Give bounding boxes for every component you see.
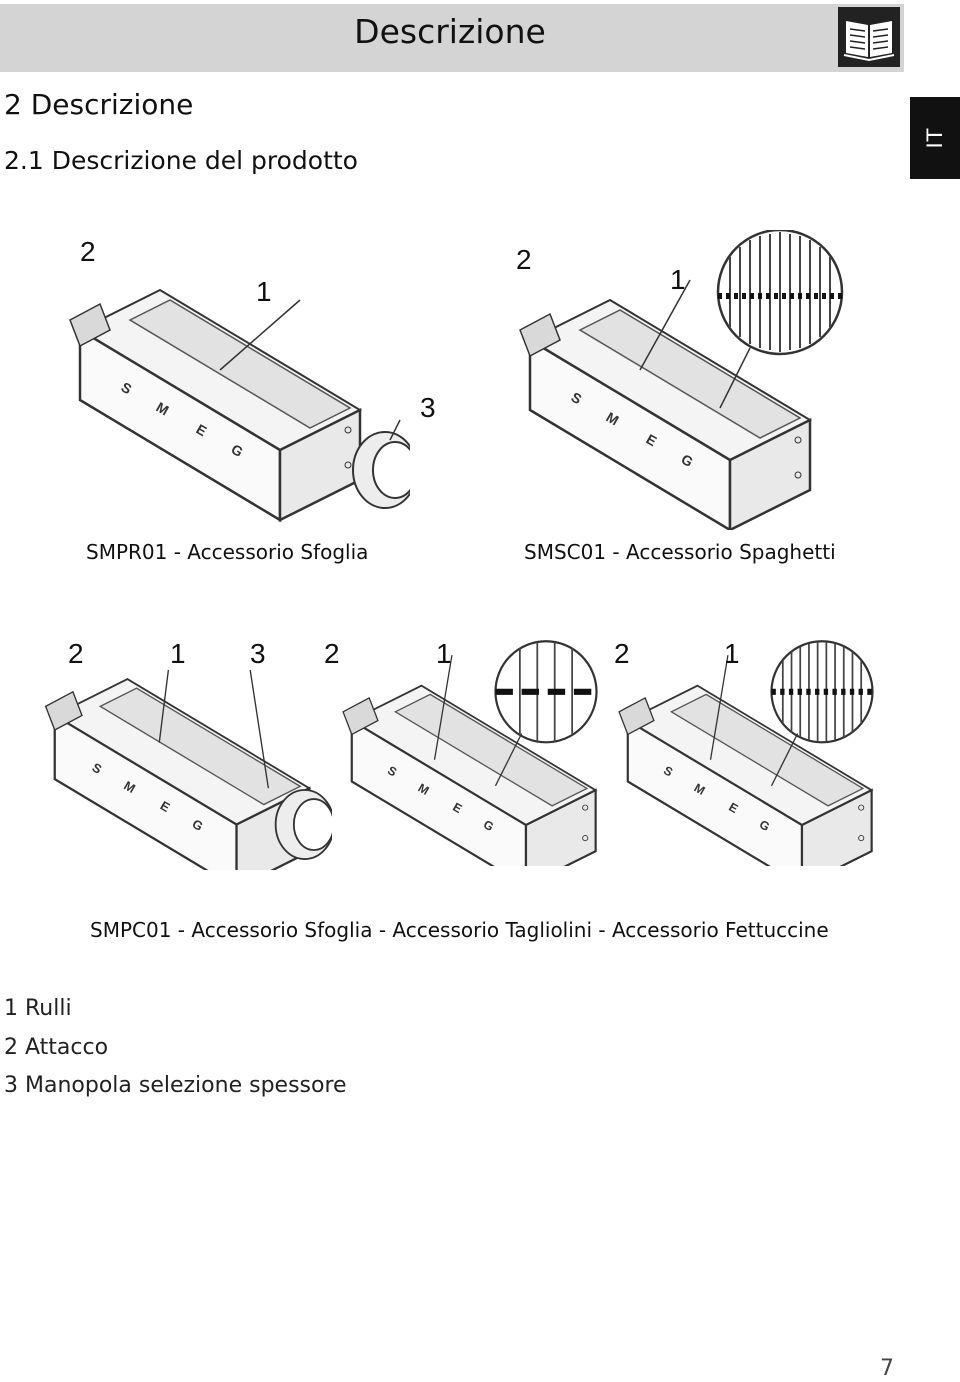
smpr01-callout-manopola: 3	[420, 392, 436, 423]
smpr01-callout-attacco: 2	[80, 236, 96, 267]
smpr01-illustration	[68, 288, 410, 522]
smpr01-caption: SMPR01 - Accessorio Sfoglia	[86, 540, 369, 564]
smpc01-caption: SMPC01 - Accessorio Sfoglia - Accessorio…	[90, 918, 829, 942]
smsc01-illustration	[518, 230, 844, 530]
section-subtitle: 2.1 Descrizione del prodotto	[4, 146, 358, 175]
smpc01-sfoglia-callout-attacco: 2	[68, 638, 84, 669]
smpc01-fettuccine-callout-attacco: 2	[614, 638, 630, 669]
smpc01-sfoglia-callout-manopola: 3	[250, 638, 266, 669]
smpc01-fettuccine-illustration	[617, 640, 874, 866]
legend-item-rulli: 1 Rulli	[4, 996, 72, 1021]
smpc01-fettuccine-callout-rulli: 1	[724, 638, 740, 669]
language-tab[interactable]: IT	[910, 97, 960, 179]
smsc01-callout-attacco: 2	[516, 244, 532, 275]
smpc01-tagliolini-illustration	[341, 640, 598, 866]
page-header-title: Descrizione	[354, 12, 546, 51]
smpc01-tagliolini-callout-rulli: 1	[436, 638, 452, 669]
section-title: 2 Descrizione	[4, 88, 194, 121]
page-number: 7	[880, 1356, 894, 1381]
smsc01-caption: SMSC01 - Accessorio Spaghetti	[524, 540, 836, 564]
smpc01-tagliolini-callout-attacco: 2	[324, 638, 340, 669]
header-bar	[0, 4, 904, 72]
smpr01-callout-rulli: 1	[256, 276, 272, 307]
language-tab-label: IT	[923, 127, 947, 149]
smpc01-sfoglia-illustration	[44, 670, 332, 870]
smsc01-callout-rulli: 1	[670, 264, 686, 295]
legend-item-manopola: 3 Manopola selezione spessore	[4, 1073, 347, 1098]
book-icon	[838, 7, 900, 67]
smpc01-sfoglia-callout-rulli: 1	[170, 638, 186, 669]
legend-item-attacco: 2 Attacco	[4, 1035, 109, 1060]
